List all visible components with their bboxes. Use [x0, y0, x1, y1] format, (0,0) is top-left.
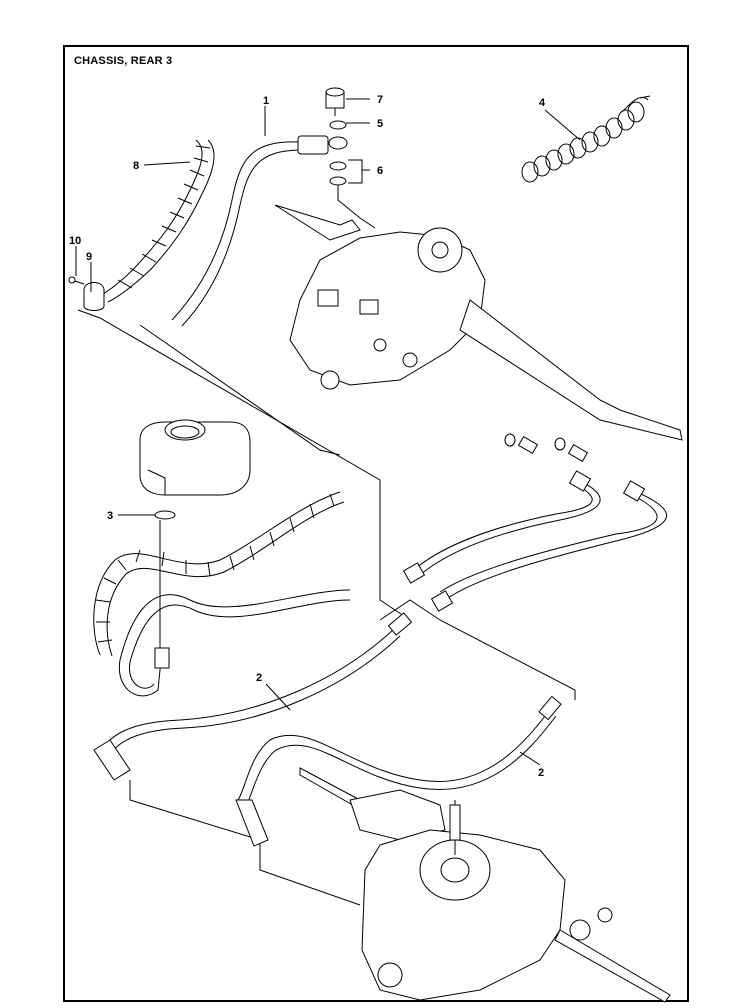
hydraulic-hose-1	[171, 135, 329, 327]
hydraulic-hoses	[402, 470, 667, 612]
spiral-guard-lower-part	[93, 491, 345, 657]
washer-pair-part	[328, 136, 348, 186]
callout-2-upper: 2	[256, 672, 262, 684]
hose-clamp-part	[68, 276, 105, 311]
return-hose-part	[118, 589, 351, 697]
hydraulic-hose-2	[93, 612, 562, 847]
callout-5: 5	[377, 118, 383, 130]
leader-line	[139, 324, 341, 456]
callout-3: 3	[107, 510, 113, 522]
leader-line	[337, 185, 376, 229]
fitting-parts	[504, 433, 589, 463]
oil-tank-part	[139, 419, 251, 496]
callout-leaders	[75, 98, 581, 766]
lower-transmission-part	[299, 767, 671, 1003]
banjo-bolt-part	[325, 87, 345, 116]
callout-10: 10	[69, 235, 81, 247]
leader-line	[379, 599, 576, 700]
spring-part	[521, 95, 651, 183]
callout-4: 4	[539, 97, 546, 109]
callout-1: 1	[263, 95, 269, 107]
spiral-guard-part	[99, 139, 215, 303]
callout-9: 9	[86, 251, 92, 263]
diagram-frame	[63, 45, 689, 1002]
callout-8: 8	[133, 160, 139, 172]
washer-part	[329, 120, 347, 130]
leader-line	[77, 309, 411, 621]
callout-6: 6	[377, 165, 383, 177]
upper-transmission-part	[274, 204, 683, 441]
clamp-part	[154, 510, 176, 520]
diagram-title: CHASSIS, REAR 3	[74, 55, 173, 67]
callout-7: 7	[377, 94, 383, 106]
leader-line	[129, 780, 361, 906]
callout-2-lower: 2	[538, 767, 544, 779]
